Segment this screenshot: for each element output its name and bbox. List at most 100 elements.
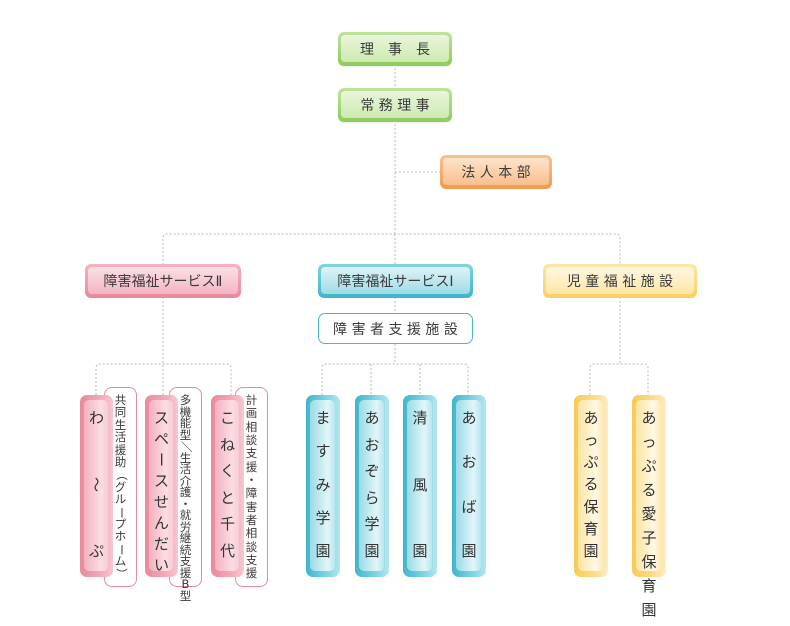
- vertical-char: る: [641, 481, 657, 499]
- vertical-char: ル: [114, 492, 127, 507]
- vertical-char: 援: [245, 459, 258, 474]
- vertical-char: ー: [114, 543, 129, 556]
- facility-aozora-gakuen[interactable]: あおぞら学園: [355, 395, 389, 577]
- vertical-char: 〜: [86, 476, 105, 492]
- vertical-char: ー: [151, 451, 170, 468]
- vertical-char: っ: [583, 431, 599, 450]
- vertical-char: グ: [114, 479, 127, 494]
- vertical-char: 育: [583, 519, 599, 538]
- vertical-char: ホ: [114, 529, 127, 544]
- vertical-char: 活: [114, 430, 127, 445]
- vertical-char: 援: [245, 566, 258, 581]
- vertical-char: 就: [179, 508, 192, 522]
- headquarters-node[interactable]: 法 人 本 部: [440, 155, 552, 189]
- vertical-char: ・: [245, 473, 258, 488]
- facility-name: 清風園: [403, 395, 437, 577]
- vertical-char: み: [315, 475, 331, 494]
- facility-aoba-en[interactable]: あおば園: [452, 395, 486, 577]
- vertical-char: 支: [245, 446, 258, 461]
- vertical-char: ー: [114, 506, 129, 519]
- vertical-char: 型: [179, 588, 192, 603]
- facility-name: あおば園: [452, 395, 486, 577]
- facility-masumi-gakuen[interactable]: ますみ学園: [306, 395, 340, 577]
- facility-apple-aiko-hoikuen[interactable]: あっぷる愛子保育園: [632, 395, 666, 619]
- facility-name: こねくと千代: [211, 395, 244, 577]
- welfare1-subcategory-box[interactable]: 障 害 者 支 援 施 設: [318, 313, 473, 344]
- facility-name: スペースせんだい: [145, 395, 178, 577]
- vertical-char: ね: [219, 435, 235, 454]
- facility-space-sendai[interactable]: スペースせんだい: [145, 395, 178, 577]
- vertical-char: 介: [179, 473, 192, 488]
- managing-director-label: 常 務 理 事: [360, 98, 430, 114]
- vertical-char: っ: [641, 433, 657, 451]
- vertical-char: 共: [114, 393, 127, 407]
- vertical-char: せ: [153, 493, 169, 511]
- vertical-char: 保: [641, 553, 657, 571]
- facility-seifuen[interactable]: 清風園: [403, 395, 437, 577]
- chairman-node[interactable]: 理 事 長: [338, 32, 452, 66]
- facility-warp[interactable]: わ〜ぷ: [80, 395, 113, 577]
- vertical-char: 型: [179, 427, 192, 442]
- vertical-char: 清: [412, 409, 428, 427]
- vertical-char: 生: [179, 450, 192, 465]
- vertical-char: 代: [219, 541, 235, 560]
- connector-division-bus: [162, 233, 621, 265]
- vertical-char: あ: [461, 409, 477, 427]
- vertical-char: 相: [245, 526, 258, 541]
- vertical-char: ら: [364, 488, 380, 507]
- vertical-char: ぞ: [364, 462, 380, 481]
- facility-connect-chiyo[interactable]: こねくと千代: [211, 395, 244, 577]
- vertical-char: ん: [153, 514, 169, 532]
- vertical-char: 子: [641, 529, 657, 547]
- child-division-label: 児 童 福 祉 施 設: [566, 274, 674, 290]
- welfare2-division-label: 障害福祉サービスⅡ: [103, 274, 223, 290]
- vertical-char: ぷ: [583, 453, 599, 472]
- vertical-char: 園: [412, 542, 428, 560]
- vertical-char: ）: [114, 568, 129, 580]
- vertical-char: 能: [179, 416, 192, 430]
- vertical-char: 生: [114, 417, 127, 432]
- vertical-char: （: [114, 469, 129, 481]
- welfare2-division-node[interactable]: 障害福祉サービスⅡ: [85, 264, 241, 298]
- vertical-char: ・: [179, 496, 192, 511]
- chairman-label: 理 事 長: [360, 42, 430, 58]
- vertical-char: プ: [114, 516, 127, 531]
- vertical-char: 相: [245, 419, 258, 434]
- connector-welfare2-bus: [95, 363, 232, 395]
- connector-welfare1-bus: [321, 363, 469, 395]
- vertical-char: 支: [179, 554, 192, 568]
- vertical-char: だ: [153, 535, 169, 553]
- welfare1-division-node[interactable]: 障害福祉サービスⅠ: [318, 264, 473, 298]
- vertical-char: 計: [245, 393, 258, 407]
- vertical-char: 風: [412, 475, 428, 494]
- vertical-char: い: [153, 556, 169, 574]
- vertical-char: あ: [583, 409, 599, 427]
- facility-apple-hoikuen[interactable]: あっぷる保育園: [574, 395, 608, 577]
- vertical-char: ぷ: [641, 457, 657, 475]
- vertical-char: 続: [179, 542, 192, 557]
- vertical-char: く: [219, 462, 235, 481]
- vertical-char: 園: [461, 541, 477, 560]
- vertical-char: 継: [179, 531, 192, 545]
- vertical-char: 園: [315, 542, 331, 560]
- vertical-char: る: [583, 475, 599, 494]
- vertical-char: 談: [245, 539, 258, 554]
- vertical-char: 園: [583, 541, 599, 560]
- vertical-char: こ: [219, 409, 235, 427]
- vertical-char: ま: [315, 409, 331, 427]
- vertical-char: 護: [179, 485, 192, 499]
- child-division-node[interactable]: 児 童 福 祉 施 設: [543, 264, 697, 298]
- vertical-char: わ: [88, 409, 104, 427]
- facility-name: あっぷる保育園: [574, 395, 608, 577]
- vertical-char: 千: [219, 515, 235, 534]
- vertical-char: 労: [179, 519, 192, 534]
- vertical-char: B: [181, 577, 190, 591]
- vertical-char: お: [461, 453, 477, 472]
- managing-director-node[interactable]: 常 務 理 事: [338, 88, 452, 122]
- vertical-char: ペ: [153, 430, 169, 448]
- vertical-char: 談: [245, 433, 258, 448]
- vertical-char: 機: [179, 404, 192, 419]
- facility-desc-text: 共同生活援助（グループホーム）: [105, 393, 136, 580]
- connector-child-bus: [589, 363, 649, 395]
- vertical-char: あ: [641, 409, 657, 427]
